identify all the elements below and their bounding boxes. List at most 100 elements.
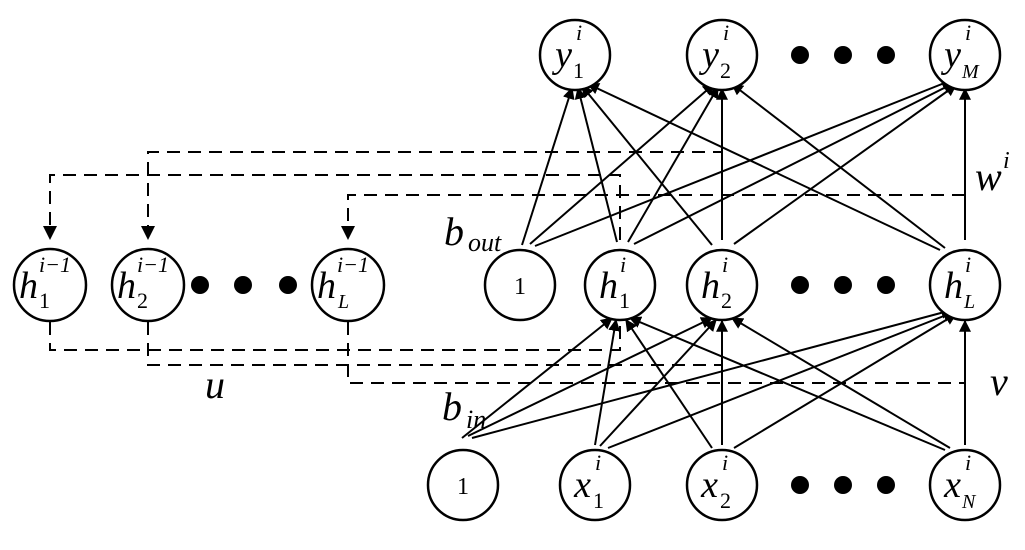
edge-bin-h1 — [461, 317, 613, 439]
ellipsis-dot — [834, 476, 852, 494]
ellipsis-dot — [877, 476, 895, 494]
svg-text:M: M — [961, 61, 980, 83]
svg-text:2: 2 — [721, 288, 732, 313]
svg-text:y: y — [940, 34, 961, 76]
recurrent-out-1 — [49, 320, 621, 351]
recurrent-out-L — [347, 322, 965, 384]
svg-text:2: 2 — [720, 58, 731, 83]
svg-text:b: b — [442, 384, 462, 429]
ellipsis-dot — [877, 46, 895, 64]
svg-text:i: i — [965, 252, 971, 277]
ellipsis-dot — [834, 46, 852, 64]
node-y2: y i 2 — [685, 18, 759, 92]
node-hL: h i L — [928, 248, 1002, 322]
labels: b out b in w i u v — [205, 148, 1010, 434]
svg-text:1: 1 — [514, 274, 526, 300]
node-hpL: h i−1 L — [310, 247, 386, 323]
edge-x2-hL — [733, 313, 958, 449]
svg-text:N: N — [961, 491, 977, 513]
ellipsis-dot — [279, 276, 297, 294]
node-y1: y i 1 — [538, 18, 612, 92]
svg-text:1: 1 — [593, 488, 604, 513]
node-h2: h i 2 — [685, 248, 759, 322]
edge-h1-y1 — [574, 86, 618, 243]
ellipsis-dot — [877, 276, 895, 294]
svg-text:y: y — [551, 34, 572, 76]
node-hp2: h i−1 2 — [110, 247, 186, 323]
edge-h2-yM — [733, 84, 957, 245]
edge-h1-y2 — [627, 85, 719, 243]
svg-text:h: h — [117, 265, 136, 307]
svg-text:i−1: i−1 — [137, 252, 169, 277]
edge-hL-y2 — [731, 83, 946, 249]
svg-text:i: i — [1003, 148, 1010, 174]
edge-hL-y1 — [586, 83, 941, 251]
recurrent-arrowhead-1 — [43, 226, 57, 240]
edge-bout-y1 — [521, 86, 575, 246]
svg-text:i: i — [722, 450, 728, 475]
svg-text:i: i — [620, 252, 626, 277]
edge-xN-h1 — [628, 316, 946, 451]
svg-text:h: h — [944, 265, 963, 307]
svg-text:i: i — [723, 20, 729, 45]
ellipsis-dot — [834, 276, 852, 294]
edge-bout-yM — [534, 78, 954, 247]
svg-text:2: 2 — [137, 288, 148, 313]
svg-text:h: h — [317, 265, 336, 307]
label-b-in: b in — [442, 384, 486, 434]
svg-text:1: 1 — [619, 288, 630, 313]
ellipsis-dot — [234, 276, 252, 294]
recurrent-arrowhead-L — [341, 226, 355, 240]
edge-x1-h1 — [594, 318, 621, 446]
svg-text:h: h — [599, 265, 618, 307]
recurrent-in-L — [347, 194, 965, 228]
svg-text:L: L — [337, 291, 349, 313]
node-xN: x i N — [928, 448, 1002, 522]
svg-text:in: in — [466, 405, 486, 434]
svg-text:i−1: i−1 — [39, 252, 71, 277]
svg-text:h: h — [701, 265, 720, 307]
edge-h2-y1 — [581, 85, 713, 246]
label-b-out: b out — [444, 209, 502, 257]
ellipsis-dot — [791, 46, 809, 64]
svg-text:out: out — [468, 228, 502, 257]
ellipsis-dot — [791, 276, 809, 294]
svg-text:x: x — [573, 464, 591, 506]
ellipsis-dot — [191, 276, 209, 294]
input-weights — [461, 306, 971, 451]
svg-text:2: 2 — [720, 488, 731, 513]
edge-x1-h2 — [599, 319, 717, 447]
node-x2: x i 2 — [685, 448, 759, 522]
svg-text:i: i — [576, 20, 582, 45]
edge-bout-y2 — [529, 83, 715, 245]
node-hp1: h i−1 1 — [12, 247, 88, 323]
svg-text:1: 1 — [457, 474, 469, 500]
node-h1: h i 1 — [583, 248, 657, 322]
node-yM: y i M — [928, 18, 1002, 92]
svg-text:L: L — [963, 291, 975, 313]
svg-text:x: x — [700, 464, 718, 506]
label-v: v — [990, 359, 1008, 404]
svg-text:i: i — [595, 450, 601, 475]
output-weights — [521, 78, 971, 251]
node-bias-hidden: 1 — [483, 248, 557, 322]
svg-text:1: 1 — [573, 58, 584, 83]
edge-h1-yM — [633, 82, 956, 245]
edge-x1-hL — [607, 310, 956, 449]
svg-text:h: h — [19, 265, 38, 307]
svg-text:1: 1 — [39, 288, 50, 313]
label-u: u — [205, 362, 225, 407]
edge-bin-h2 — [467, 317, 714, 437]
svg-text:x: x — [943, 464, 961, 506]
recurrent-arrowhead-2 — [141, 226, 155, 240]
edge-bin-hL — [471, 306, 954, 439]
node-bias-input: 1 — [426, 448, 500, 522]
edge-x2-h1 — [625, 319, 713, 449]
nodes: y i 1 y i 2 y i M h i−1 1 h i−1 — [12, 18, 1002, 522]
label-w: w i — [975, 148, 1010, 199]
svg-text:i−1: i−1 — [337, 252, 369, 277]
node-x1: x i 1 — [558, 448, 632, 522]
svg-text:b: b — [444, 209, 464, 254]
svg-text:i: i — [965, 20, 971, 45]
